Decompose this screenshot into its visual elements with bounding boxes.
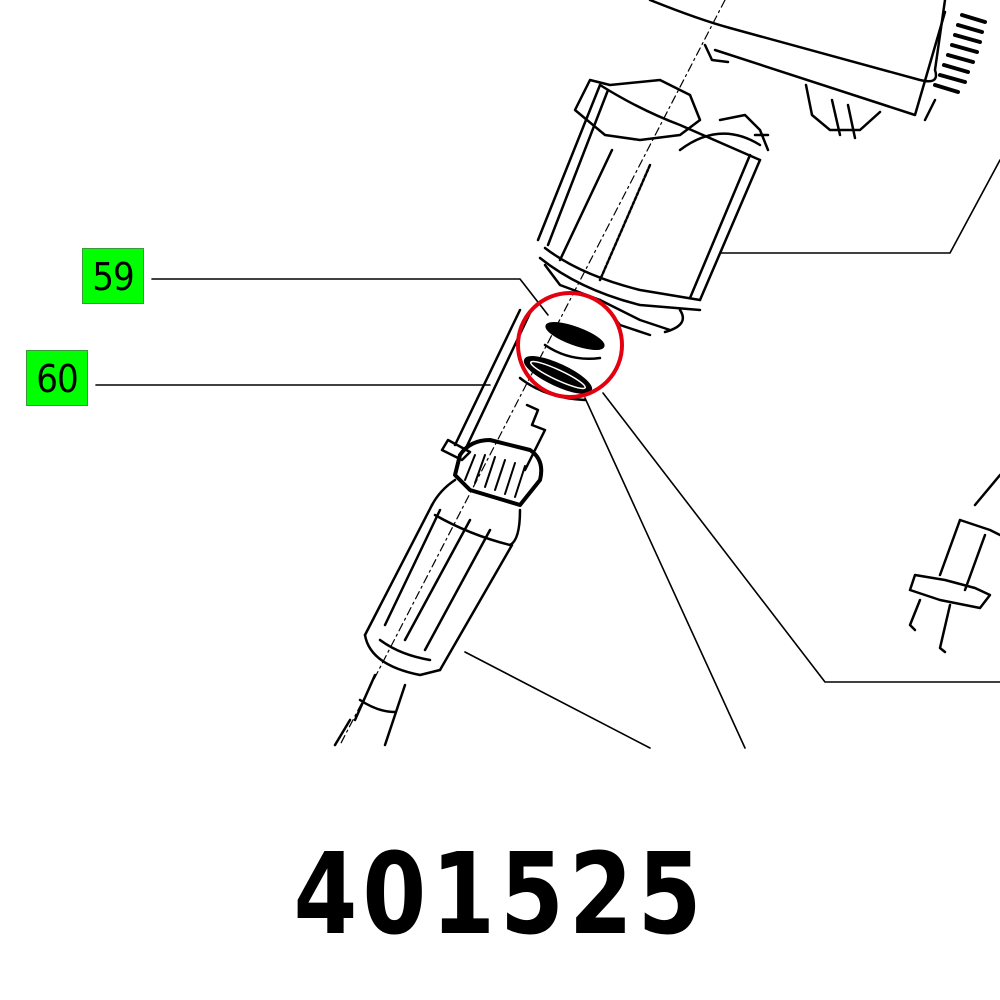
highlight-circle <box>516 291 624 399</box>
plug-drawing <box>908 473 1000 654</box>
callout-59[interactable]: 59 <box>82 248 144 304</box>
part-number: 401525 <box>293 830 707 960</box>
housing-drawing <box>648 0 987 140</box>
leader-lines <box>95 159 1000 749</box>
bearing-rings-drawing <box>518 322 605 402</box>
stator-drawing <box>536 78 770 337</box>
callout-60[interactable]: 60 <box>26 350 88 406</box>
armature-drawing <box>333 403 547 747</box>
